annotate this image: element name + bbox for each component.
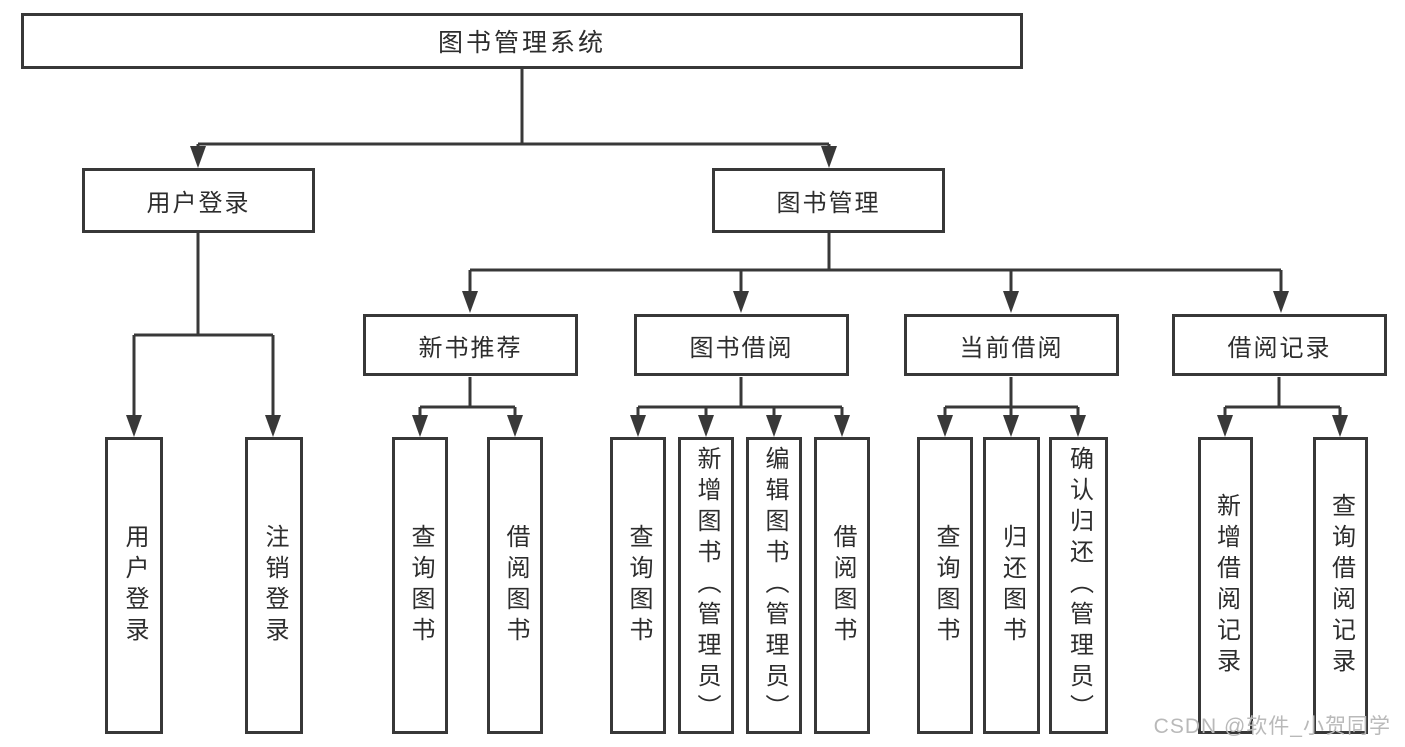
node-user-login-branch: 用户登录 <box>82 168 315 233</box>
node-label: 新书推荐 <box>418 334 523 362</box>
node-label: 确认归还（管理员） <box>1065 446 1093 725</box>
arrow-down-icon <box>1332 415 1348 437</box>
arrow-down-icon <box>1217 415 1233 437</box>
arrow-down-icon <box>1070 415 1086 437</box>
arrow-down-icon <box>126 415 142 437</box>
node-label: 图书管理 <box>776 190 881 217</box>
node-label: 新增借阅记录 <box>1212 492 1240 679</box>
node-label: 编辑图书（管理员） <box>761 446 788 725</box>
connector-book-borrow-to-leaves <box>636 377 844 418</box>
node-label: 注销登录 <box>261 523 288 648</box>
node-cb-confirm-return-admin: 确认归还（管理员） <box>1049 437 1108 734</box>
node-user-login-leaf: 用户登录 <box>105 437 163 734</box>
node-label: 借阅图书 <box>502 523 529 648</box>
node-new-book-recommend: 新书推荐 <box>363 314 578 376</box>
node-label: 查询图书 <box>625 523 652 648</box>
node-label: 借阅图书 <box>829 523 856 648</box>
node-root: 图书管理系统 <box>21 13 1023 69</box>
arrowhead-icons <box>126 146 1348 437</box>
arrow-down-icon <box>937 415 953 437</box>
arrow-down-icon <box>265 415 281 437</box>
connector-new-book-to-leaves <box>418 377 517 418</box>
node-label: 借阅记录 <box>1227 334 1332 362</box>
connector-borrow-record-to-leaves <box>1223 377 1342 418</box>
node-current-borrow: 当前借阅 <box>904 314 1119 376</box>
node-label: 图书管理系统 <box>437 29 606 57</box>
csdn-watermark: CSDN @软件_小贺同学 <box>1153 715 1391 738</box>
arrow-down-icon <box>733 291 749 313</box>
node-bb-edit-books-admin: 编辑图书（管理员） <box>746 437 802 734</box>
connector-book-mgmt-to-level2 <box>468 233 1283 294</box>
node-cb-query-books: 查询图书 <box>917 437 973 734</box>
arrow-down-icon <box>190 146 206 168</box>
connector-current-borrow-to-leaves <box>943 377 1080 418</box>
node-br-add-borrow-record: 新增借阅记录 <box>1198 437 1253 734</box>
node-nb-query-books: 查询图书 <box>392 437 448 734</box>
node-logout-leaf: 注销登录 <box>245 437 303 734</box>
arrow-down-icon <box>412 415 428 437</box>
node-label: 用户登录 <box>146 190 251 217</box>
node-borrow-record: 借阅记录 <box>1172 314 1387 376</box>
node-book-borrow: 图书借阅 <box>634 314 849 376</box>
arrow-down-icon <box>1003 291 1019 313</box>
node-book-mgmt-branch: 图书管理 <box>712 168 945 233</box>
arrow-down-icon <box>1273 291 1289 313</box>
arrow-down-icon <box>507 415 523 437</box>
node-br-query-borrow-record: 查询借阅记录 <box>1313 437 1368 734</box>
connector-user-login-to-leaves <box>132 233 275 418</box>
arrow-down-icon <box>462 291 478 313</box>
node-bb-add-books-admin: 新增图书（管理员） <box>678 437 734 734</box>
arrow-down-icon <box>698 415 714 437</box>
node-label: 归还图书 <box>998 523 1026 648</box>
arrow-down-icon <box>834 415 850 437</box>
node-label: 查询借阅记录 <box>1327 492 1355 679</box>
node-nb-borrow-books: 借阅图书 <box>487 437 543 734</box>
arrow-down-icon <box>766 415 782 437</box>
node-label: 查询图书 <box>932 523 959 648</box>
node-bb-query-books: 查询图书 <box>610 437 666 734</box>
node-label: 当前借阅 <box>959 334 1064 362</box>
arrow-down-icon <box>821 146 837 168</box>
arrow-down-icon <box>1003 415 1019 437</box>
node-label: 用户登录 <box>121 523 148 648</box>
node-cb-return-books: 归还图书 <box>983 437 1040 734</box>
connector-root-to-level1 <box>196 69 831 150</box>
arrow-down-icon <box>630 415 646 437</box>
node-label: 图书借阅 <box>689 334 794 362</box>
node-bb-borrow-books: 借阅图书 <box>814 437 870 734</box>
node-label: 新增图书（管理员） <box>693 446 720 725</box>
node-label: 查询图书 <box>407 523 434 648</box>
